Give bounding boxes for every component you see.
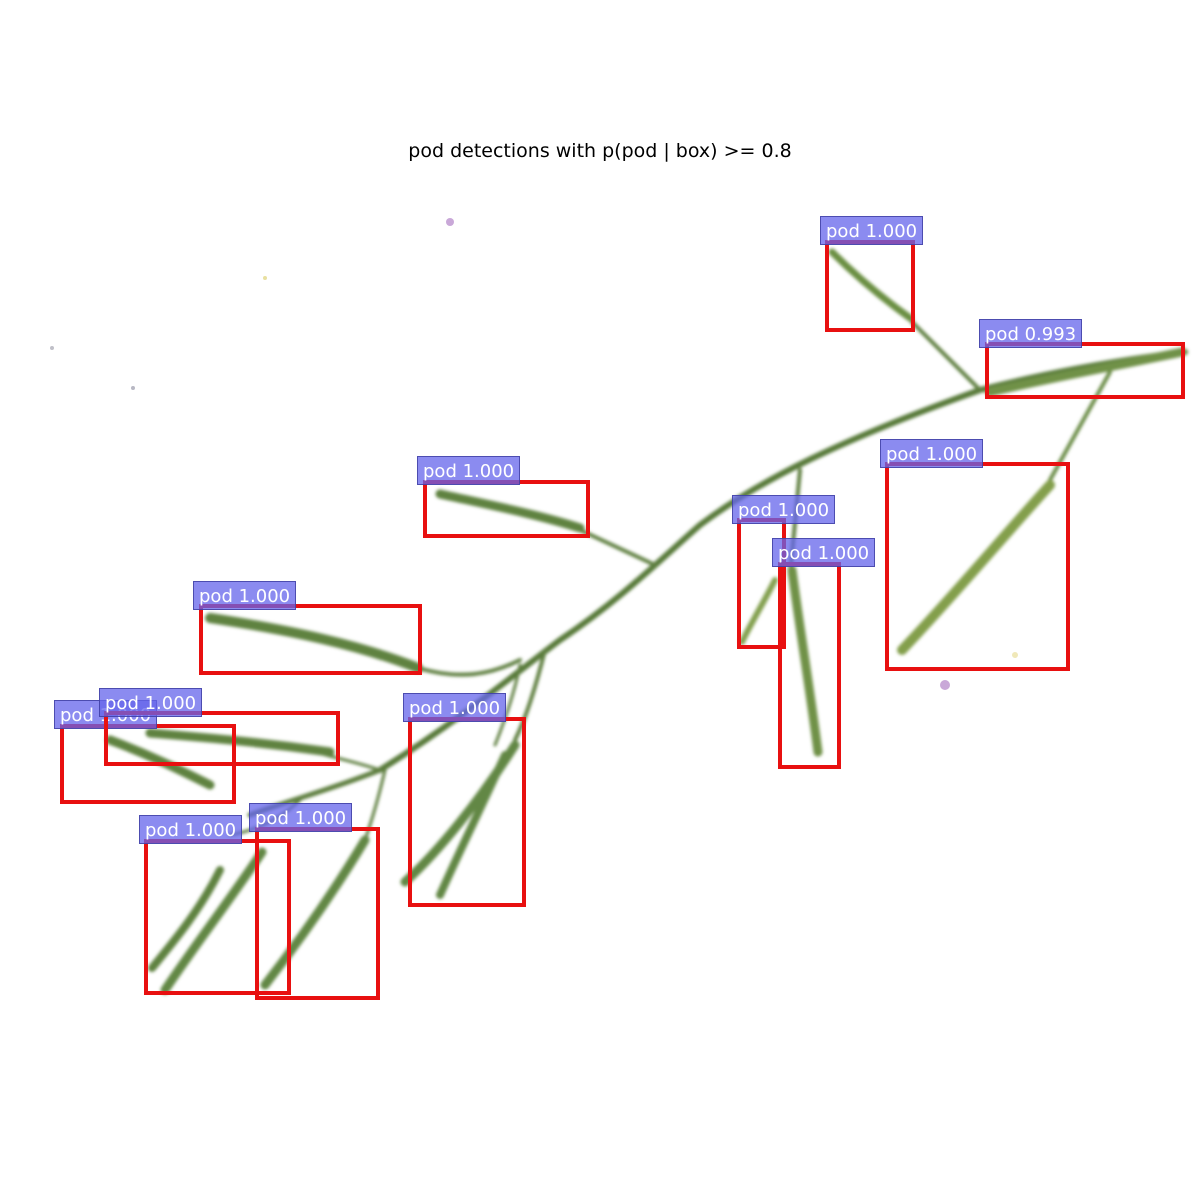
pod xyxy=(260,835,370,990)
pod xyxy=(985,347,1187,397)
detection-label: pod 1.000 xyxy=(417,456,521,485)
pod xyxy=(787,565,823,757)
detection-box xyxy=(885,462,1070,671)
pod xyxy=(828,248,914,322)
detection-label: pod 1.000 xyxy=(403,693,507,722)
detection-box xyxy=(104,711,340,766)
branch-stem xyxy=(578,528,657,567)
detection-label: pod 0.993 xyxy=(979,319,1083,348)
pod xyxy=(160,847,267,995)
detection-label: pod 1.000 xyxy=(772,538,876,567)
detection-label: pod 1.000 xyxy=(820,216,924,245)
pod xyxy=(897,480,1055,655)
detection-box xyxy=(104,711,340,766)
detection-label: pod 1.000 xyxy=(193,581,297,610)
pod xyxy=(205,613,423,673)
detection-box xyxy=(199,604,422,675)
pod xyxy=(145,728,335,757)
detection-box xyxy=(255,827,380,1000)
figure-title: pod detections with p(pod | box) >= 0.8 xyxy=(408,140,792,162)
detection-label: pod 1.000 xyxy=(139,815,243,844)
detection-label: pod 1.000 xyxy=(99,688,203,717)
branch-stem xyxy=(416,658,522,677)
detection-box xyxy=(778,562,841,769)
branch-stem xyxy=(363,768,387,842)
detection-box xyxy=(825,240,915,332)
detection-label: pod 1.000 xyxy=(732,495,836,524)
pod xyxy=(436,751,509,899)
detection-box xyxy=(423,480,590,538)
pod xyxy=(435,489,585,533)
branch-stem xyxy=(493,663,522,747)
detection-label: pod 1.000 xyxy=(249,803,353,832)
detection-box xyxy=(408,717,526,907)
branch-stem xyxy=(513,648,547,742)
branch-stem xyxy=(910,320,982,392)
detection-box xyxy=(985,342,1185,399)
detection-label: pod 1.000 xyxy=(880,439,984,468)
pod xyxy=(148,866,224,972)
pod xyxy=(739,577,778,645)
